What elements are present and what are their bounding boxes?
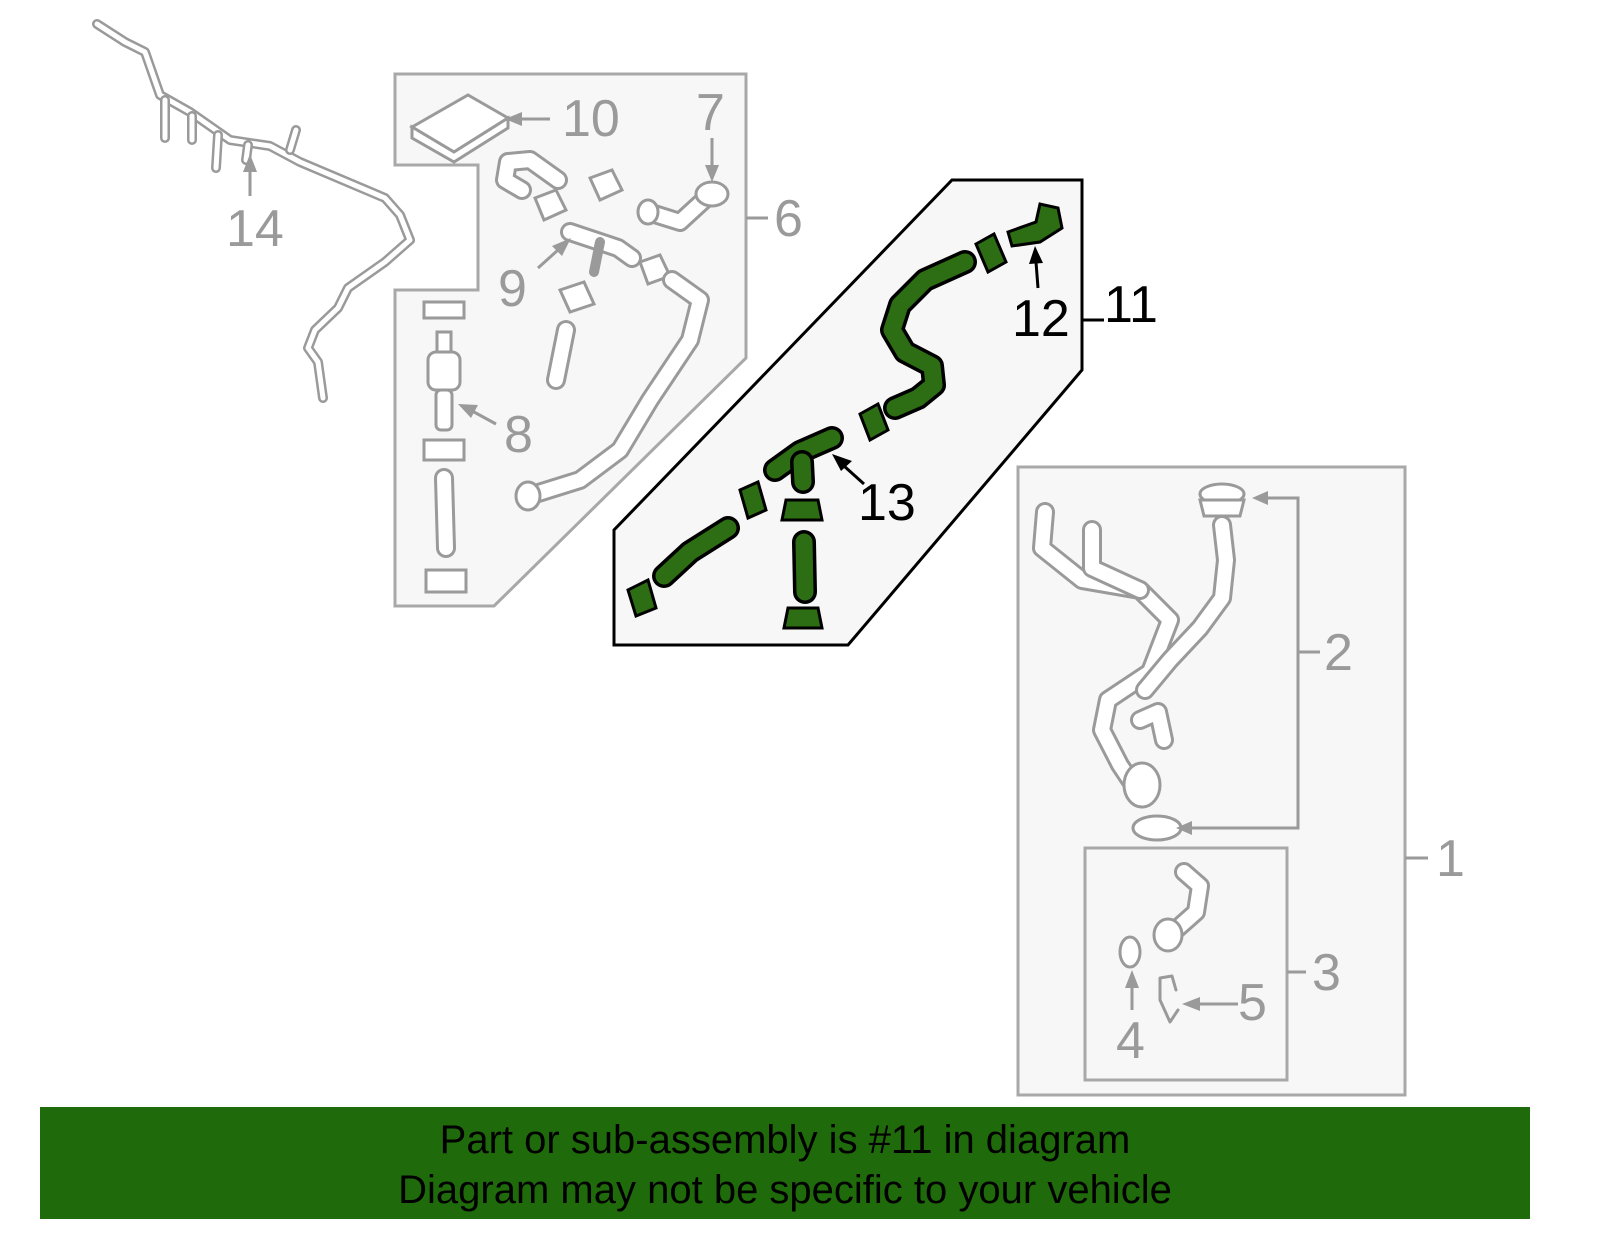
callout-7: 7 — [696, 84, 725, 142]
callout-8: 8 — [504, 406, 533, 464]
part-12-connector[interactable] — [1006, 202, 1064, 248]
banner-line-2: Diagram may not be specific to your vehi… — [398, 1168, 1172, 1212]
callout-13: 13 — [858, 474, 916, 532]
callout-11: 11 — [1104, 276, 1158, 334]
part-11-clamp-mid[interactable] — [858, 401, 890, 443]
part-11-clamp-left[interactable] — [738, 479, 768, 521]
callout-3: 3 — [1312, 944, 1341, 1002]
callout-12: 12 — [1012, 290, 1070, 348]
part-8-valve[interactable] — [422, 300, 468, 594]
callout-10: 10 — [562, 90, 620, 148]
part-13-tee-fitting[interactable] — [763, 426, 844, 494]
part-11-clamp-upper[interactable] — [974, 231, 1008, 275]
callout-6: 6 — [774, 190, 803, 248]
callout-5: 5 — [1238, 974, 1267, 1032]
part-14-coolant-pipe[interactable] — [92, 19, 415, 403]
part-11-clamp-bottom[interactable] — [782, 606, 824, 630]
part-11-main-hose[interactable] — [880, 250, 977, 420]
part-5-clip[interactable] — [1158, 974, 1180, 1024]
callout-4: 4 — [1116, 1012, 1145, 1070]
leader-lines — [243, 112, 1428, 1011]
callout-9: 9 — [498, 260, 527, 318]
callout-labels: 10 7 6 9 14 8 2 1 3 5 4 12 11 13 — [226, 84, 1465, 1070]
part-3-outlet[interactable] — [1152, 862, 1210, 953]
part-2-hose-assembly[interactable] — [1032, 482, 1246, 842]
info-banner: Part or sub-assembly is #11 in diagram D… — [40, 1107, 1530, 1219]
callout-2: 2 — [1324, 624, 1353, 682]
part-11-vertical-hose[interactable] — [792, 530, 817, 604]
banner-line-1: Part or sub-assembly is #11 in diagram — [439, 1118, 1131, 1162]
part-7-connector[interactable] — [636, 180, 730, 232]
callout-14: 14 — [226, 200, 284, 258]
callout-1: 1 — [1436, 830, 1465, 888]
part-11-clamp-tee[interactable] — [780, 498, 824, 522]
part-11-clamp-end[interactable] — [626, 577, 658, 618]
part-11-lower-hose[interactable] — [652, 516, 740, 588]
part-4-o-ring[interactable] — [1118, 935, 1142, 969]
part-6-hoses[interactable] — [495, 150, 710, 512]
